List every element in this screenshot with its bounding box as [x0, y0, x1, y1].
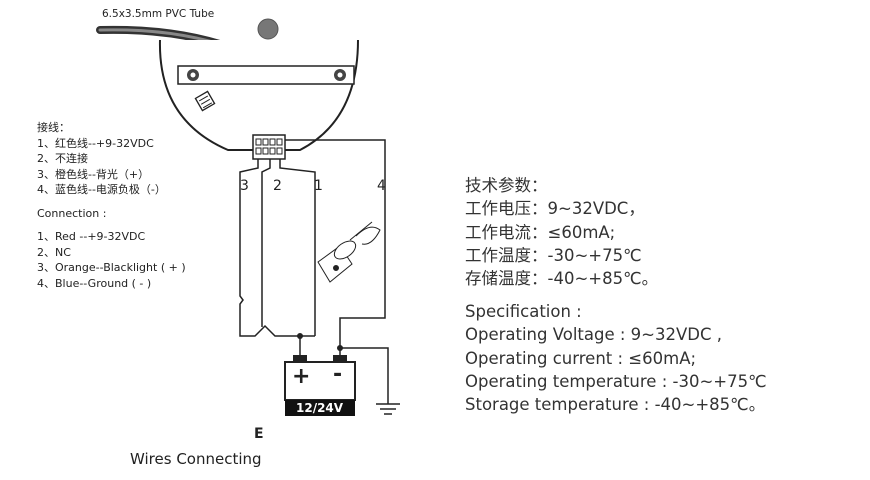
wires	[239, 139, 389, 404]
pin-label-4: 4	[377, 178, 386, 194]
specs-en: Specification : Operating Voltage : 9~32…	[465, 300, 767, 416]
wiring-cn-item: 2、不连接	[37, 152, 88, 165]
wiring-cn-item: 1、红色线--+9-32VDC	[37, 136, 154, 150]
diagram-caption: Wires Connecting	[130, 450, 262, 468]
battery-minus: -	[333, 362, 343, 387]
wiring-en-item: 1、Red --+9-32VDC	[37, 230, 146, 243]
battery-voltage-label: 12/24V	[296, 401, 344, 415]
specs-en-line: Operating temperature : -30~+75℃	[465, 371, 767, 391]
knob-icon	[257, 18, 279, 40]
wiring-en-title: Connection :	[37, 207, 107, 220]
ground-symbol-icon	[376, 403, 400, 415]
wiring-cn-item: 3、橙色线--背光（+）	[37, 167, 150, 181]
specs-cn-line: 工作电流：≤60mA;	[465, 222, 616, 242]
ground-label: E	[254, 426, 264, 442]
wiring-en-list: 1、Red --+9-32VDC 2、NC 3、Orange--Blacklig…	[37, 229, 186, 291]
specs-en-line: Operating Voltage : 9~32VDC ,	[465, 325, 722, 345]
specs-en-line: Operating current : ≤60mA;	[465, 348, 697, 368]
specs-cn-line: 存储温度：-40~+85℃。	[465, 269, 659, 289]
mounting-bracket	[177, 65, 355, 85]
specs-cn-line: 工作温度：-30~+75℃	[465, 245, 642, 265]
pin-label-1: 1	[314, 178, 323, 194]
wiring-cn-item: 4、蓝色线--电源负极（-）	[37, 183, 166, 196]
clip-icon	[194, 90, 216, 112]
battery-icon	[284, 355, 356, 416]
connector	[252, 134, 286, 160]
wiring-cn-title: 接线：	[37, 121, 70, 134]
pin-label-2: 2	[273, 178, 282, 194]
wiring-en-item: 4、Blue--Ground ( - )	[37, 276, 152, 290]
gauge-body	[158, 39, 359, 151]
specs-cn-line: 工作电压：9~32VDC，	[465, 199, 645, 219]
specs-en-title: Specification :	[465, 302, 582, 321]
specs-en-line: Storage temperature : -40~+85℃。	[465, 395, 766, 415]
specs-cn: 技术参数： 工作电压：9~32VDC， 工作电流：≤60mA; 工作温度：-30…	[465, 174, 658, 290]
ignition-key-icon	[317, 221, 381, 283]
pin-label-3: 3	[240, 178, 249, 194]
specs-cn-title: 技术参数：	[465, 176, 548, 195]
wiring-cn-list: 接线： 1、红色线--+9-32VDC 2、不连接 3、橙色线--背光（+） 4…	[37, 120, 166, 198]
battery-plus: +	[292, 364, 311, 389]
wiring-en-item: 3、Orange--Blacklight ( + )	[37, 261, 186, 274]
tube-label: 6.5x3.5mm PVC Tube	[102, 8, 215, 20]
wiring-en-item: 2、NC	[37, 245, 71, 259]
